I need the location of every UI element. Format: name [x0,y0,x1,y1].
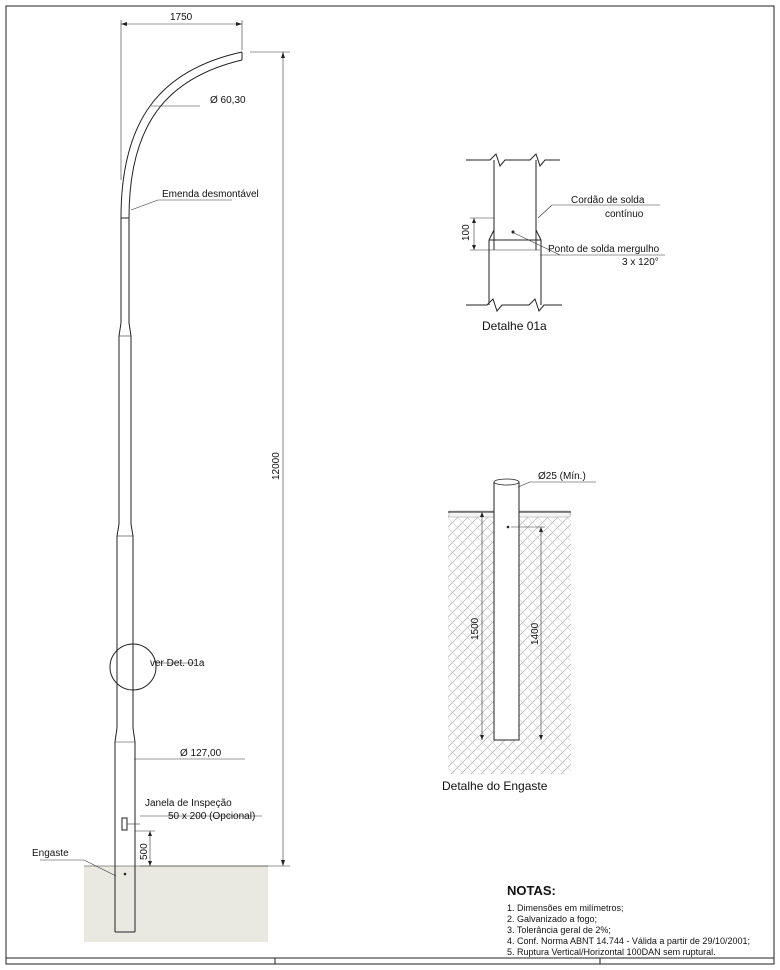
note-item: 1. Dimensões em milímetros; [507,903,624,913]
detail-01a-labels: Cordão de solda contínuo 100 Ponto de so… [461,195,660,333]
label-window: Janela de Inspeção [145,798,232,809]
label-weld-bead-2: contínuo [605,209,644,220]
dim-hole-depth: 1500 [470,617,481,640]
dim-overlap: 100 [461,224,472,241]
detail-embed-drawing [448,478,596,774]
label-plug-weld-qty: 3 x 120° [622,257,659,268]
dim-height: 12000 [271,452,282,480]
note-item: 4. Conf. Norma ABNT 14.744 - Válida a pa… [507,936,750,946]
dim-top-width: 1750 [170,12,193,23]
detail-embed-labels: Ø25 (Mín.) 1500 1400 Detalhe do Engaste [442,471,586,793]
notes-title: NOTAS: [507,883,556,898]
dim-base-diameter: Ø 127,00 [180,748,222,759]
pole-dimensions [40,20,290,877]
pole-ground-block [84,866,268,942]
note-item: 3. Tolerância geral de 2%; [507,925,611,935]
dim-embed-diameter: Ø25 (Mín.) [538,471,586,482]
label-embed: Engaste [32,848,69,859]
detail-embed-caption: Detalhe do Engaste [442,779,548,793]
sheet-frame [5,5,775,965]
detail-01a-caption: Detalhe 01a [482,319,547,333]
note-item: 2. Galvanizado a fogo; [507,914,597,924]
dim-top-diameter: Ø 60,30 [210,95,246,106]
label-plug-weld: Ponto de solda mergulho [548,244,660,255]
label-window-size: 50 x 200 (Opcional) [168,811,255,822]
dim-window-height: 500 [139,843,150,860]
label-weld-bead: Cordão de solda [571,195,645,206]
label-splice: Emenda desmontável [162,189,259,200]
note-item: 5. Ruptura Vertical/Horizontal 100DAN se… [507,947,716,957]
notes-block: NOTAS: 1. Dimensões em milímetros; 2. Ga… [507,883,750,957]
dim-embed-depth: 1400 [530,622,541,645]
detail-01a-drawing [466,153,665,313]
pole-labels: 1750 Ø 60,30 Emenda desmontável 12000 ve… [32,12,282,860]
label-detail-ref: ver Det. 01a [150,658,205,669]
pole-shaft [84,51,268,933]
